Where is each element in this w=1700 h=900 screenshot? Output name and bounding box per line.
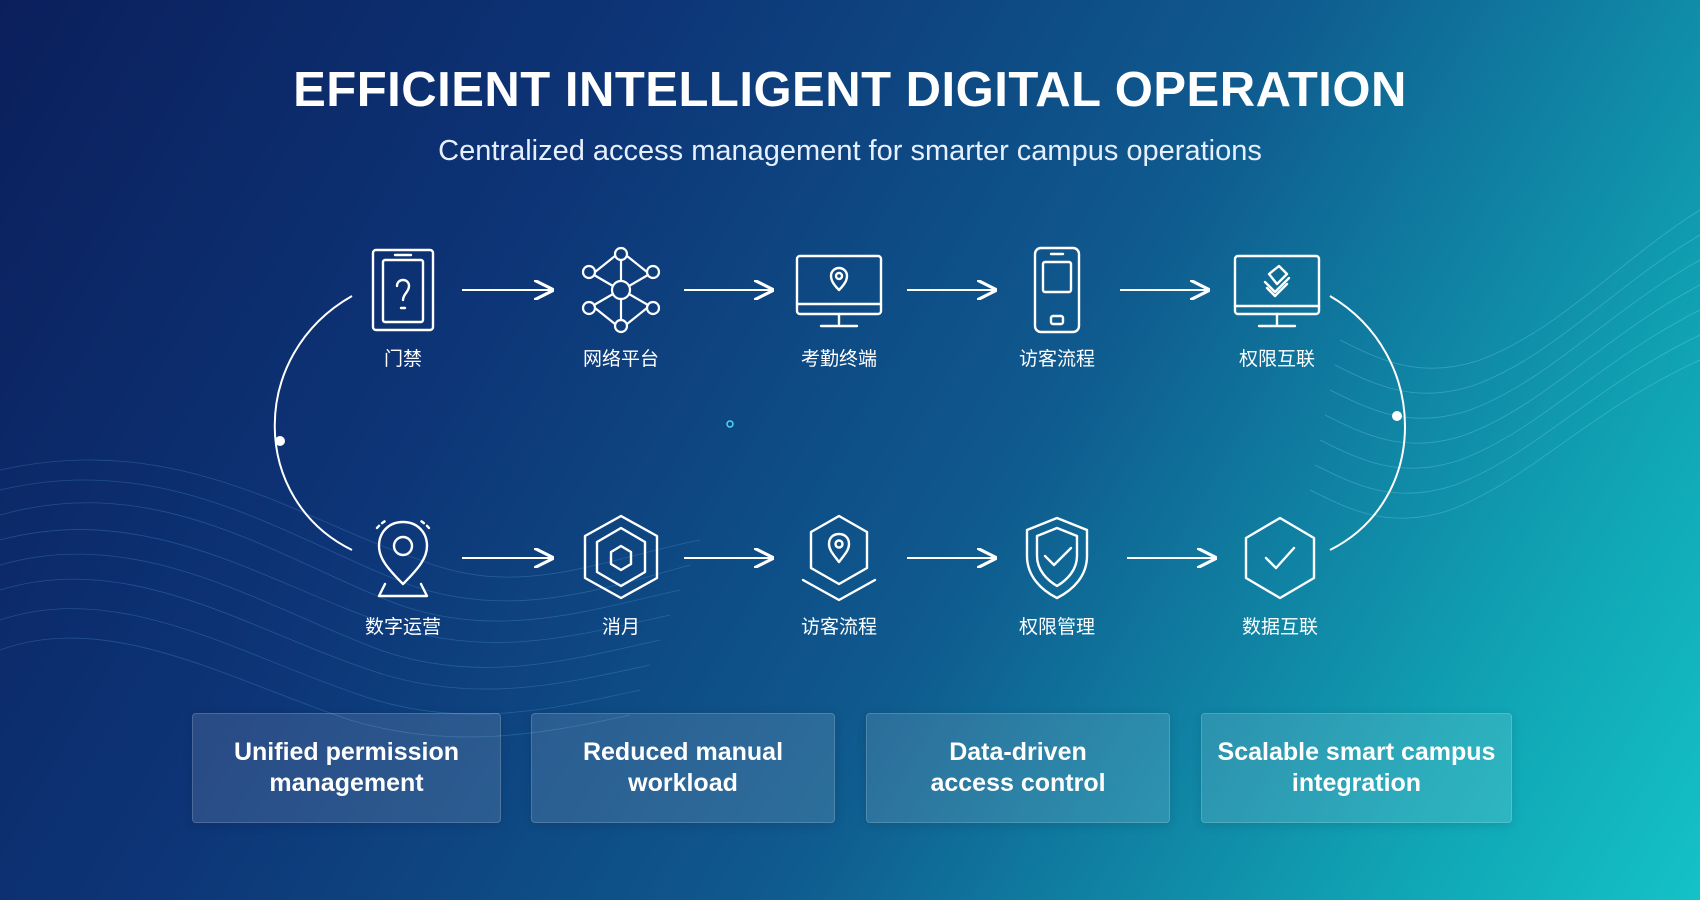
benefit-line-2: management [269,769,424,797]
flow-node-bottom-4: 权限管理 [977,512,1137,639]
flow-node-top-4: 访客流程 [977,244,1137,371]
background-waves-right [1309,209,1700,519]
loop-node-left [275,436,285,446]
flow-node-bottom-3: 访客流程 [759,512,919,639]
divider-node [726,420,734,428]
benefit-line-2: workload [628,769,738,797]
flow-node-top-1: 门禁 [323,244,483,371]
benefit-card-4: Scalable smart campus integration [1201,713,1512,823]
visitor-mobile-icon [1011,244,1103,336]
flow-node-bottom-2: 消月 [541,512,701,639]
loop-arc-left [273,295,353,551]
flow-node-top-2: 网络平台 [541,244,701,371]
flow-node-label: 网络平台 [582,349,659,370]
flow-node-top-3: 考勤终端 [759,244,919,371]
loop-node-right [1392,411,1402,421]
benefit-line-1: Data-driven [949,738,1087,766]
hexagon-cube-icon [575,512,667,604]
flow-node-label: 数字运营 [364,617,441,638]
benefit-card-2: Reduced manual workload [531,713,835,823]
flow-node-label: 权限管理 [1018,617,1095,638]
flow-node-label: 消月 [601,617,640,638]
location-pin-icon [357,512,449,604]
page-title: EFFICIENT INTELLIGENT DIGITAL OPERATION [293,63,1407,117]
loop-arc-right [1329,295,1406,551]
flow-node-label: 门禁 [383,349,422,370]
benefit-card-1: Unified permission management [192,713,501,823]
flow-node-label: 数据互联 [1241,617,1318,638]
attendance-terminal-icon [793,244,885,336]
flow-node-label: 权限互联 [1238,349,1315,370]
benefit-line-1: Reduced manual [582,738,784,766]
flow-node-bottom-5: 数据互联 [1200,512,1360,639]
flow-node-label: 考勤终端 [800,349,877,370]
benefit-line-2: integration [1291,769,1422,797]
permission-monitor-icon [1231,244,1323,336]
benefit-line-2: access control [930,769,1106,797]
shield-check-icon [1011,512,1103,604]
flow-node-bottom-1: 数字运营 [323,512,483,639]
flow-node-top-5: 权限互联 [1197,244,1357,371]
access-gate-icon [357,244,449,336]
location-hexagon-icon [793,512,885,604]
network-platform-icon [575,244,667,336]
benefit-line-1: Scalable smart campus [1217,738,1496,766]
flow-node-label: 访客流程 [1018,349,1095,370]
page-subtitle: Centralized access management for smarte… [438,135,1262,167]
benefit-card-3: Data-driven access control [866,713,1170,823]
flow-node-label: 访客流程 [800,617,877,638]
background-waves [0,459,701,738]
hexagon-check-icon [1234,512,1326,604]
benefit-line-1: Unified permission [233,738,460,766]
